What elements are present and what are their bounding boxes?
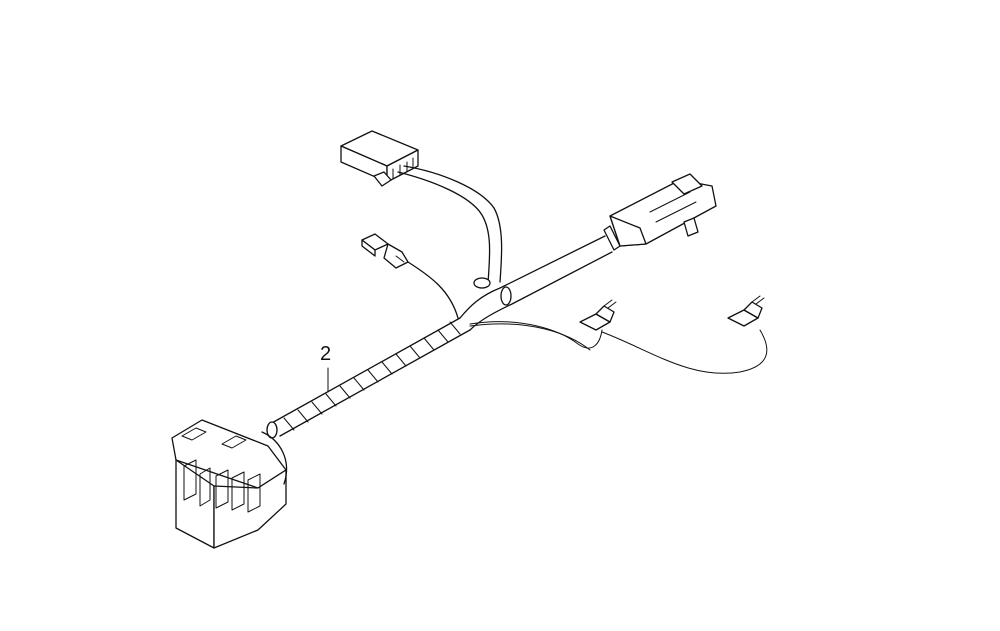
branch-cable-top-left bbox=[397, 165, 503, 289]
junction-sleeve bbox=[459, 235, 613, 331]
flat-terminal-1 bbox=[579, 299, 617, 331]
thin-wires-right bbox=[469, 321, 768, 374]
right-connector bbox=[603, 173, 717, 251]
callout-label-2: 2 bbox=[320, 343, 331, 365]
flat-terminal-2 bbox=[727, 295, 765, 327]
main-trunk-cable bbox=[266, 317, 471, 439]
bottom-switch-housing bbox=[171, 419, 288, 549]
callout-part-2: 2 bbox=[320, 343, 331, 393]
top-left-connector bbox=[340, 130, 419, 187]
small-plug-terminal bbox=[361, 233, 459, 319]
